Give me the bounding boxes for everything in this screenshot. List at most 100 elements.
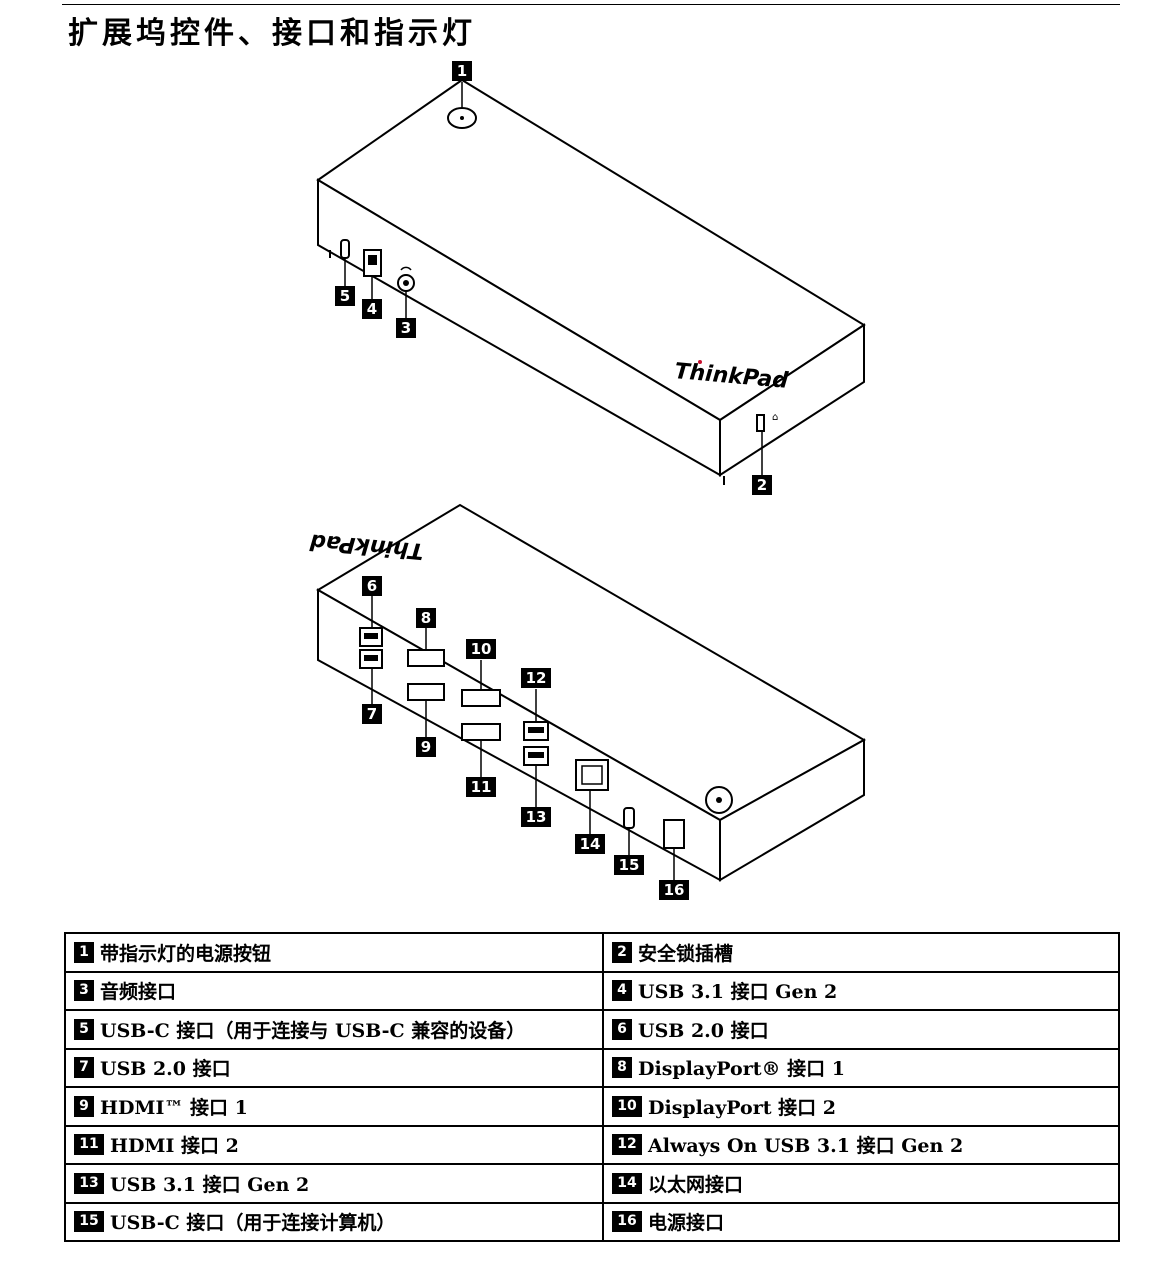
item-number-badge: 6 <box>612 1018 632 1040</box>
svg-text:8: 8 <box>421 609 431 627</box>
item-number-badge: 7 <box>74 1057 94 1079</box>
legend-row: 13 USB 3.1 接口 Gen 2 14 以太网接口 <box>64 1163 1120 1204</box>
svg-text:12: 12 <box>526 669 547 687</box>
callout-7: 7 <box>362 704 382 724</box>
dock-side-face <box>719 738 865 882</box>
callout-13: 13 <box>521 807 551 827</box>
item-label: 以太网接口 <box>648 1173 744 1196</box>
displayport-2-icon <box>461 689 501 707</box>
item-label: 音频接口 <box>100 981 177 1004</box>
item-number-badge: 16 <box>612 1211 642 1233</box>
legend-cell: 7 USB 2.0 接口 <box>64 1047 604 1088</box>
item-number-badge: 4 <box>612 980 632 1002</box>
hdmi-2-icon <box>461 723 501 741</box>
top-rule <box>62 4 1120 5</box>
callout-11: 11 <box>466 777 496 797</box>
item-number-badge: 8 <box>612 1057 632 1079</box>
svg-text:13: 13 <box>526 808 547 826</box>
legend-row: 3 音频接口 4 USB 3.1 接口 Gen 2 <box>64 970 1120 1011</box>
item-number-badge: 5 <box>74 1018 94 1040</box>
item-label: DisplayPort® 接口 1 <box>638 1058 845 1081</box>
svg-text:16: 16 <box>664 881 685 899</box>
callout-8: 8 <box>416 608 436 628</box>
legend-cell: 14 以太网接口 <box>602 1163 1120 1204</box>
legend-cell: 1 带指示灯的电源按钮 <box>64 932 604 973</box>
svg-text:6: 6 <box>367 577 377 595</box>
svg-text:15: 15 <box>619 856 640 874</box>
usb-c-port-icon <box>340 239 350 259</box>
svg-text:9: 9 <box>421 738 431 756</box>
item-label: Always On USB 3.1 接口 Gen 2 <box>648 1135 964 1158</box>
callout-4: 4 <box>362 299 382 319</box>
callout-14: 14 <box>575 834 605 854</box>
legend-row: 1 带指示灯的电源按钮 2 安全锁插槽 <box>64 932 1120 973</box>
svg-text:4: 4 <box>367 300 377 318</box>
legend-cell: 10 DisplayPort 接口 2 <box>602 1086 1120 1127</box>
svg-text:11: 11 <box>471 778 492 796</box>
power-connector-icon <box>663 819 685 849</box>
item-label: USB 2.0 接口 <box>638 1019 769 1042</box>
item-label: 安全锁插槽 <box>638 942 734 965</box>
item-number-badge: 13 <box>74 1172 104 1194</box>
callout-15: 15 <box>614 855 644 875</box>
legend-cell: 15 USB-C 接口（用于连接计算机） <box>64 1201 604 1242</box>
legend-cell: 11 HDMI 接口 2 <box>64 1124 604 1165</box>
callout-9: 9 <box>416 737 436 757</box>
callout-1: 1 <box>452 61 472 81</box>
legend-cell: 2 安全锁插槽 <box>602 932 1120 973</box>
hdmi-1-icon <box>407 683 445 701</box>
usb-c-port-icon <box>623 807 635 829</box>
lock-icon: ⌂ <box>772 412 778 423</box>
item-number-badge: 15 <box>74 1211 104 1233</box>
item-label: USB-C 接口（用于连接计算机） <box>110 1212 396 1235</box>
callout-16: 16 <box>659 880 689 900</box>
item-label: DisplayPort 接口 2 <box>648 1096 836 1119</box>
legend-row: 5 USB-C 接口（用于连接与 USB-C 兼容的设备） 6 USB 2.0 接口 <box>64 1009 1120 1050</box>
headphone-icon <box>400 266 412 271</box>
item-number-badge: 2 <box>612 941 632 963</box>
callout-10: 10 <box>466 639 496 659</box>
callout-5: 5 <box>335 286 355 306</box>
item-label: USB 2.0 接口 <box>100 1058 231 1081</box>
item-number-badge: 14 <box>612 1172 642 1194</box>
security-lock-slot-icon <box>756 414 765 432</box>
svg-text:7: 7 <box>367 705 377 723</box>
item-label: USB-C 接口（用于连接与 USB-C 兼容的设备） <box>100 1019 526 1042</box>
item-number-badge: 10 <box>612 1095 642 1117</box>
callout-12: 12 <box>521 668 551 688</box>
svg-text:10: 10 <box>471 640 492 658</box>
svg-text:2: 2 <box>757 476 767 494</box>
item-label: USB 3.1 接口 Gen 2 <box>638 981 838 1004</box>
svg-text:1: 1 <box>457 62 467 80</box>
item-number-badge: 9 <box>74 1095 94 1117</box>
item-number-badge: 3 <box>74 980 94 1002</box>
item-number-badge: 11 <box>74 1134 104 1156</box>
displayport-1-icon <box>407 649 445 667</box>
item-number-badge: 1 <box>74 941 94 963</box>
dock-side-face <box>719 323 865 477</box>
svg-text:14: 14 <box>580 835 601 853</box>
item-label: 带指示灯的电源按钮 <box>100 942 272 965</box>
item-label: HDMI™ 接口 1 <box>100 1096 248 1119</box>
svg-text:5: 5 <box>340 287 350 305</box>
legend-row: 9 HDMI™ 接口 1 10 DisplayPort 接口 2 <box>64 1086 1120 1127</box>
dock-front-illustration: ⌂ ThinkPad 1 2 3 4 5 <box>0 55 1174 500</box>
thinkpad-logo: ThinkPad <box>309 528 425 563</box>
item-label: HDMI 接口 2 <box>110 1135 239 1158</box>
legend-row: 7 USB 2.0 接口 8 DisplayPort® 接口 1 <box>64 1047 1120 1088</box>
page-title: 扩展坞控件、接口和指示灯 <box>68 16 476 51</box>
legend-cell: 8 DisplayPort® 接口 1 <box>602 1047 1120 1088</box>
legend-cell: 3 音频接口 <box>64 970 604 1011</box>
callout-3: 3 <box>396 318 416 338</box>
legend-cell: 4 USB 3.1 接口 Gen 2 <box>602 970 1120 1011</box>
legend-cell: 6 USB 2.0 接口 <box>602 1009 1120 1050</box>
item-label: USB 3.1 接口 Gen 2 <box>110 1173 310 1196</box>
callout-6: 6 <box>362 576 382 596</box>
legend-cell: 9 HDMI™ 接口 1 <box>64 1086 604 1127</box>
svg-text:3: 3 <box>401 319 411 337</box>
